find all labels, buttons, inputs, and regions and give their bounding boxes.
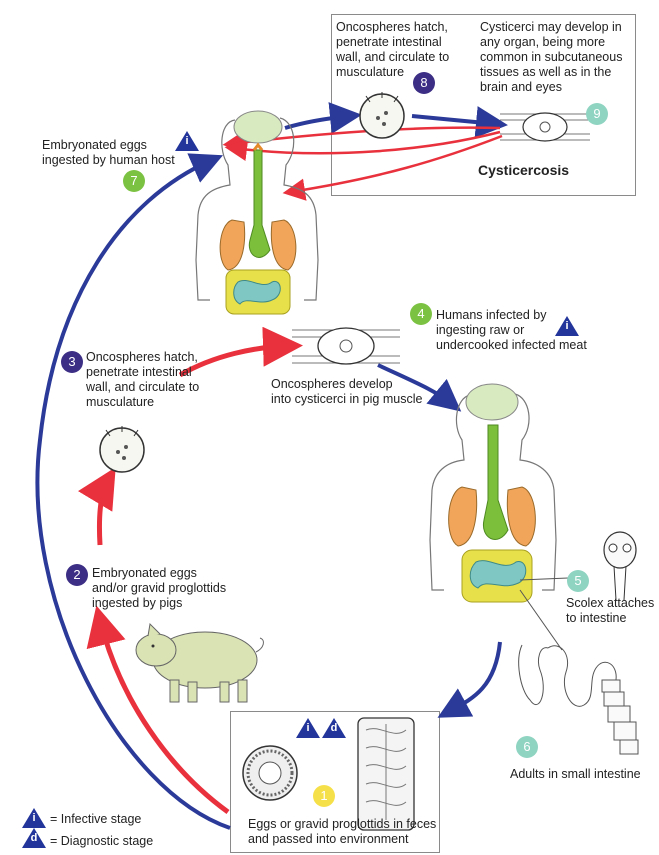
stage-8-text: Oncospheres hatch, penetrate intestinal … <box>336 20 476 80</box>
stage-3-badge: 3 <box>61 351 83 373</box>
tapeworm-icon <box>519 645 638 754</box>
blue-arc-arrow <box>37 160 230 828</box>
stage-7-text: Embryonated eggs ingested by human host <box>42 138 192 168</box>
oncosphere-icon-8 <box>360 92 404 138</box>
legend-diagnostic-icon: d <box>22 828 46 848</box>
stage-5-text: Scolex attaches to intestine <box>566 596 656 626</box>
legend-diagnostic-text: = Diagnostic stage <box>50 834 153 849</box>
pig-icon <box>136 624 263 702</box>
human-body-icon-upper <box>196 111 318 314</box>
human-body-icon-lower <box>430 384 568 650</box>
stage-2-text: Embryonated eggs and/or gravid proglotti… <box>92 566 252 611</box>
legend-infective-text: = Infective stage <box>50 812 141 827</box>
stage-9-badge: 9 <box>586 103 608 125</box>
legend-infective-icon: i <box>22 808 46 828</box>
stage-7-badge: 7 <box>123 170 145 192</box>
stage-1-badge: 1 <box>313 785 335 807</box>
infective-stage-icon-1: i <box>296 718 320 738</box>
oncosphere-icon-3 <box>100 426 144 472</box>
stage-6-badge: 6 <box>516 736 538 758</box>
diagnostic-stage-icon-1: d <box>322 718 346 738</box>
red-arrow-to-oncosphere <box>99 480 108 545</box>
stage-5-badge: 5 <box>567 570 589 592</box>
blue-arrow-to-environment <box>448 642 500 712</box>
stage-4-text: Humans infected by ingesting raw or unde… <box>436 308 616 353</box>
stage-3b-text: Oncospheres develop into cysticerci in p… <box>271 377 441 407</box>
cysticercosis-label: Cysticercosis <box>478 162 569 178</box>
stage-1-text: Eggs or gravid proglottids in feces and … <box>248 817 448 847</box>
stage-3-text: Oncospheres hatch, penetrate intestinal … <box>86 350 236 410</box>
stage-6-text: Adults in small intestine <box>510 767 659 782</box>
stage-8-badge: 8 <box>413 72 435 94</box>
egg-icon <box>243 746 297 800</box>
infective-stage-icon-4: i <box>555 316 579 336</box>
cysticercus-icon-pig-muscle <box>292 328 400 364</box>
red-arrow-to-chest <box>290 136 502 192</box>
cysticercus-icon-9 <box>500 113 590 141</box>
scolex-icon <box>604 532 636 600</box>
blue-arrow-to-stage9 <box>412 116 496 124</box>
blue-arrow-to-stage8 <box>285 116 350 128</box>
stage-9-text: Cysticerci may develop in any organ, bei… <box>480 20 635 95</box>
stage-4-badge: 4 <box>410 303 432 325</box>
proglottid-icon <box>358 718 414 830</box>
stage-2-badge: 2 <box>66 564 88 586</box>
infective-stage-icon-7: i <box>175 131 199 151</box>
